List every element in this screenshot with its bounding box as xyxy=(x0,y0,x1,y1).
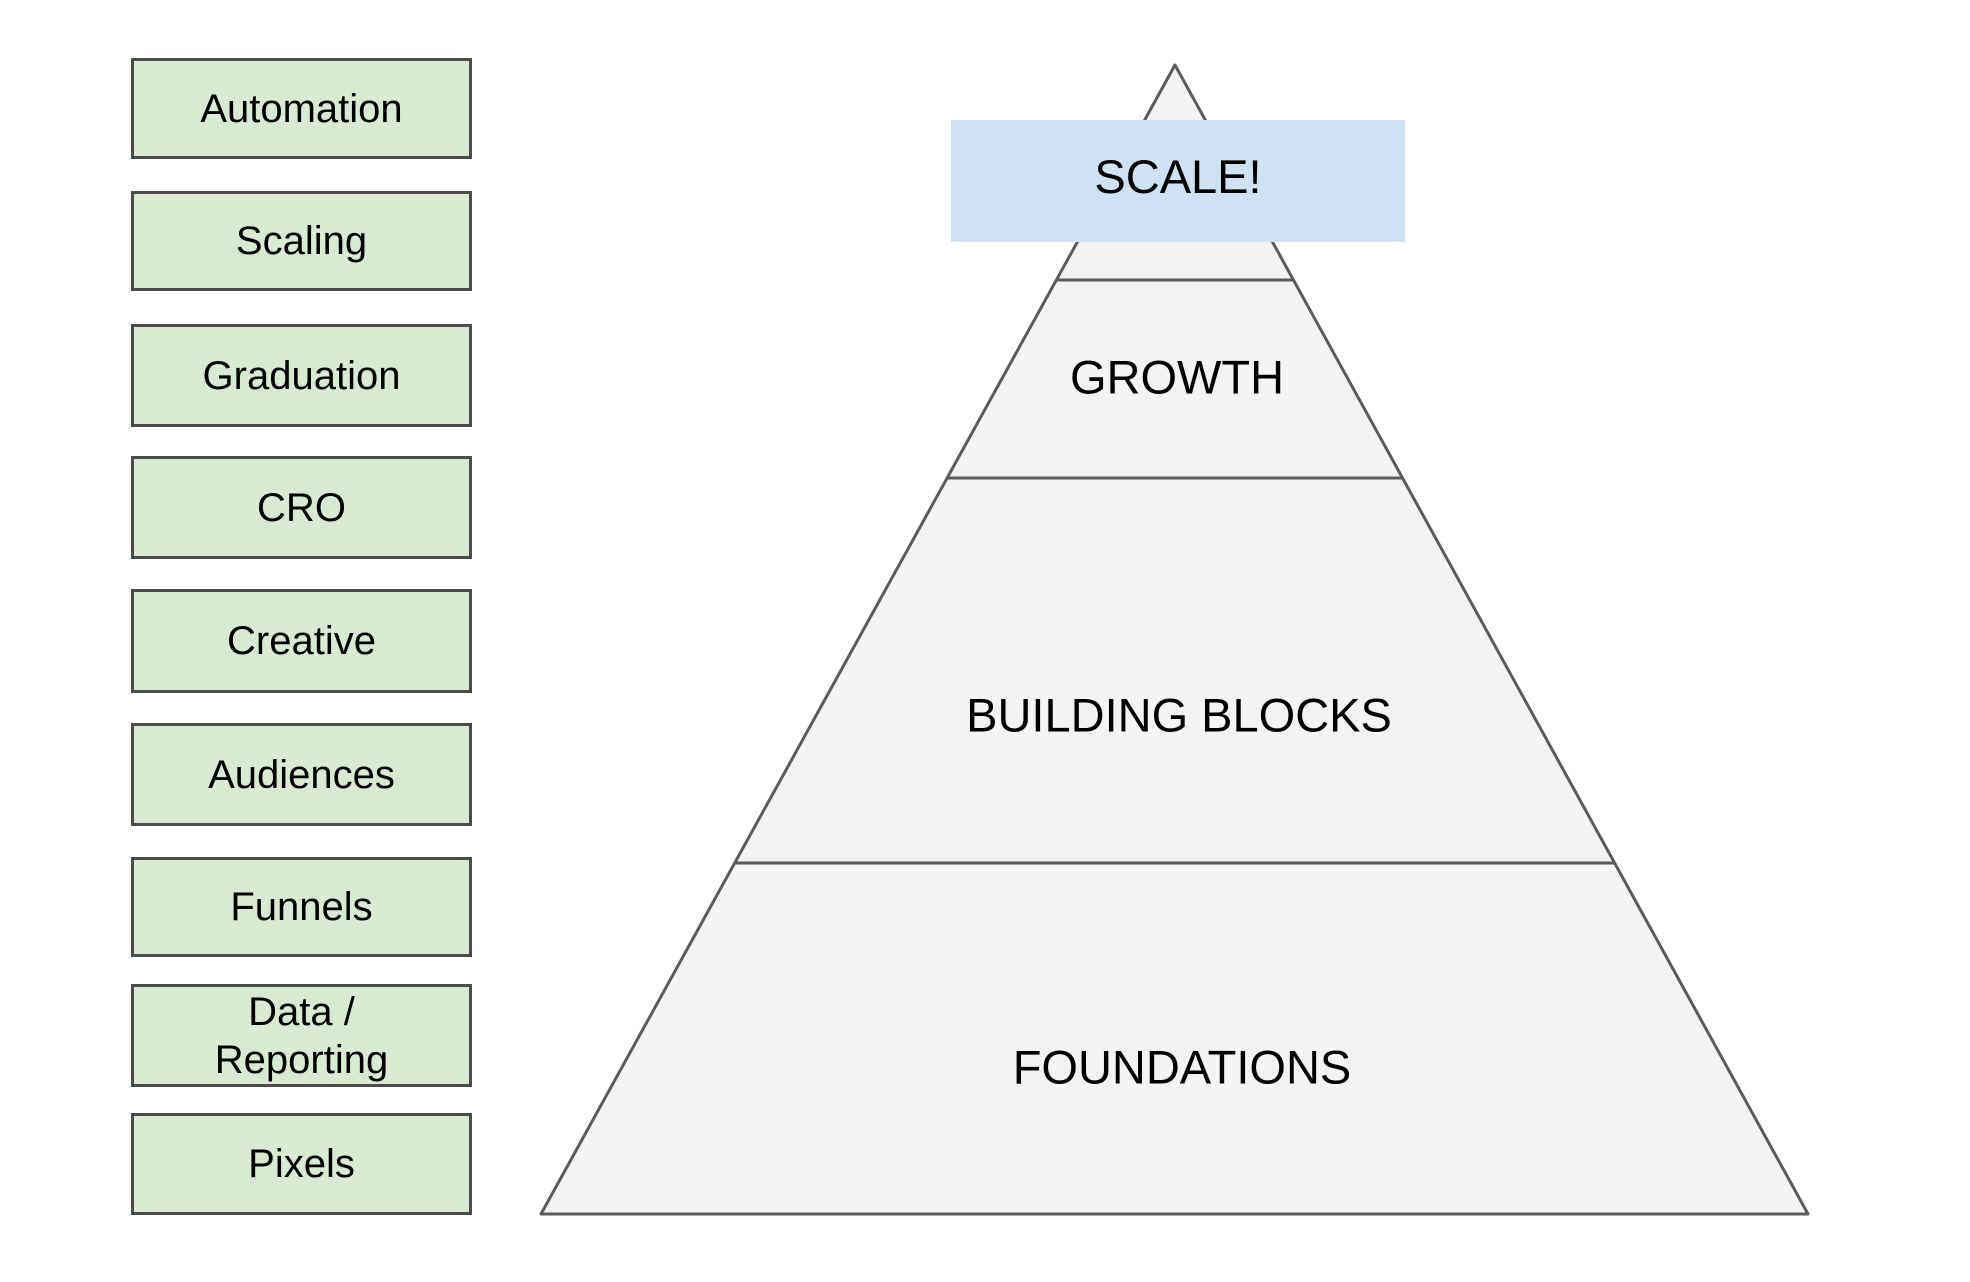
sidebar-box-label: Scaling xyxy=(235,219,368,263)
sidebar-box-graduation: Graduation xyxy=(131,324,472,427)
sidebar-box-label: CRO xyxy=(257,485,346,530)
sidebar-box-label: Pixels xyxy=(248,1142,355,1186)
pyramid-level-label-building-blocks: BUILDING BLOCKS xyxy=(966,688,1392,742)
sidebar-box-label: Funnels xyxy=(230,885,373,929)
sidebar-box-automation: Automation xyxy=(131,58,472,159)
sidebar-box-pixels: Pixels xyxy=(131,1113,472,1215)
sidebar-box-data-reporting: Data / Reporting xyxy=(131,984,472,1087)
sidebar-box-scaling: Scaling xyxy=(131,191,472,291)
sidebar-box-creative: Creative xyxy=(131,589,472,693)
sidebar-box-label: Audiences xyxy=(208,752,395,797)
pyramid-level-label-growth: GROWTH xyxy=(1069,350,1285,404)
sidebar-box-funnels: Funnels xyxy=(131,857,472,957)
scale-callout-label: SCALE! xyxy=(1094,149,1262,203)
sidebar-box-cro: CRO xyxy=(131,456,472,559)
sidebar-box-label: Data / Reporting xyxy=(214,989,389,1082)
pyramid-shape xyxy=(539,63,1810,1216)
sidebar-box-audiences: Audiences xyxy=(131,723,472,826)
scale-callout: SCALE! xyxy=(951,120,1405,242)
pyramid-level-label-foundations: FOUNDATIONS xyxy=(1012,1040,1352,1094)
sidebar-box-label: Graduation xyxy=(202,353,401,398)
sidebar-box-label: Automation xyxy=(200,86,403,131)
sidebar-box-label: Creative xyxy=(227,619,376,663)
